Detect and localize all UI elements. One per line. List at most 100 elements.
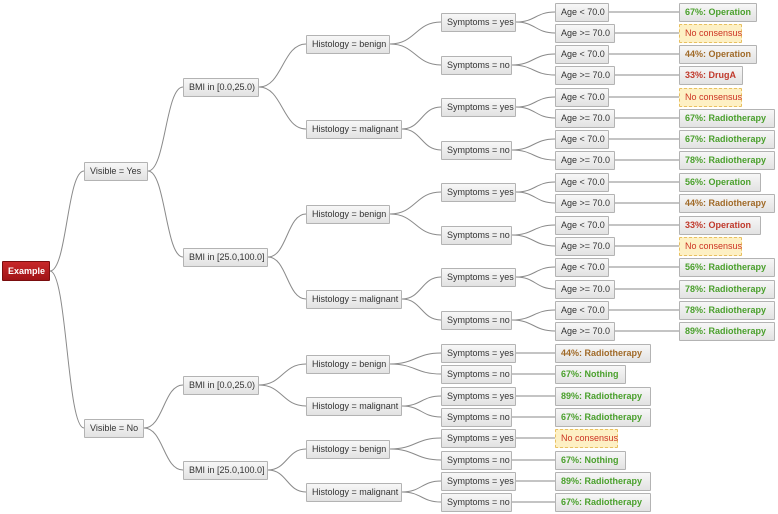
tree-edge <box>515 21 556 34</box>
symptoms-yes-node[interactable]: Symptoms = yes <box>441 429 516 448</box>
tree-edge <box>389 352 442 365</box>
symptoms-no-node[interactable]: Symptoms = no <box>441 226 512 245</box>
visible-yes-node[interactable]: Visible = Yes <box>84 162 148 181</box>
tree-edge <box>511 149 556 161</box>
bmi-node[interactable]: BMI in [25.0,100.0] <box>183 248 268 267</box>
tree-edge <box>49 270 85 429</box>
age-lt-70-node[interactable]: Age < 70.0 <box>555 216 609 235</box>
symptoms-yes-node[interactable]: Symptoms = yes <box>441 344 516 363</box>
tree-edge <box>515 181 556 193</box>
outcome-leaf[interactable]: 89%: Radiotherapy <box>555 387 651 406</box>
outcome-leaf[interactable]: 67%: Nothing <box>555 451 626 470</box>
histology-node[interactable]: Histology = benign <box>306 205 390 224</box>
symptoms-yes-node[interactable]: Symptoms = yes <box>441 98 516 117</box>
tree-edge <box>515 11 556 23</box>
outcome-leaf[interactable]: 67%: Operation <box>679 3 757 22</box>
outcome-leaf[interactable]: No consensus <box>679 88 742 107</box>
age-ge-70-node[interactable]: Age >= 70.0 <box>555 194 615 213</box>
histology-node[interactable]: Histology = benign <box>306 35 390 54</box>
outcome-leaf[interactable]: 33%: Operation <box>679 216 761 235</box>
symptoms-yes-node[interactable]: Symptoms = yes <box>441 268 516 287</box>
symptoms-no-node[interactable]: Symptoms = no <box>441 365 512 384</box>
age-lt-70-node[interactable]: Age < 70.0 <box>555 45 609 64</box>
histology-node[interactable]: Histology = malignant <box>306 120 402 139</box>
histology-node[interactable]: Histology = benign <box>306 440 390 459</box>
bmi-node[interactable]: BMI in [25.0,100.0] <box>183 461 268 480</box>
outcome-leaf[interactable]: 89%: Radiotherapy <box>679 322 775 341</box>
tree-edge <box>258 384 307 407</box>
outcome-leaf[interactable]: 89%: Radiotherapy <box>555 472 651 491</box>
visible-no-node[interactable]: Visible = No <box>84 419 144 438</box>
tree-edge <box>511 319 556 332</box>
outcome-leaf[interactable]: 33%: DrugA <box>679 66 743 85</box>
age-lt-70-node[interactable]: Age < 70.0 <box>555 258 609 277</box>
bmi-node[interactable]: BMI in [0.0,25.0) <box>183 78 259 97</box>
tree-edge <box>511 138 556 151</box>
tree-edge <box>389 21 442 45</box>
symptoms-no-node[interactable]: Symptoms = no <box>441 56 512 75</box>
histology-node[interactable]: Histology = malignant <box>306 483 402 502</box>
outcome-leaf[interactable]: 67%: Radiotherapy <box>555 408 651 427</box>
tree-edge <box>511 64 556 76</box>
tree-edge <box>511 234 556 247</box>
outcome-leaf[interactable]: 67%: Radiotherapy <box>555 493 651 512</box>
outcome-leaf[interactable]: No consensus <box>679 24 742 43</box>
age-lt-70-node[interactable]: Age < 70.0 <box>555 301 609 320</box>
outcome-leaf[interactable]: 67%: Radiotherapy <box>679 130 775 149</box>
tree-edge <box>401 480 442 493</box>
outcome-leaf[interactable]: 44%: Radiotherapy <box>555 344 651 363</box>
symptoms-yes-node[interactable]: Symptoms = yes <box>441 183 516 202</box>
outcome-leaf[interactable]: 78%: Radiotherapy <box>679 151 775 170</box>
tree-edge <box>401 298 442 321</box>
outcome-leaf[interactable]: 67%: Radiotherapy <box>679 109 775 128</box>
histology-node[interactable]: Histology = malignant <box>306 290 402 309</box>
age-lt-70-node[interactable]: Age < 70.0 <box>555 3 609 22</box>
tree-edge <box>143 384 184 429</box>
age-ge-70-node[interactable]: Age >= 70.0 <box>555 237 615 256</box>
root-node[interactable]: Example <box>2 261 50 281</box>
symptoms-no-node[interactable]: Symptoms = no <box>441 408 512 427</box>
outcome-leaf[interactable]: 56%: Operation <box>679 173 761 192</box>
outcome-leaf[interactable]: No consensus <box>555 429 618 448</box>
outcome-leaf[interactable]: 44%: Operation <box>679 45 757 64</box>
bmi-node[interactable]: BMI in [0.0,25.0) <box>183 376 259 395</box>
age-lt-70-node[interactable]: Age < 70.0 <box>555 88 609 107</box>
age-ge-70-node[interactable]: Age >= 70.0 <box>555 109 615 128</box>
tree-edge <box>389 43 442 66</box>
age-lt-70-node[interactable]: Age < 70.0 <box>555 173 609 192</box>
histology-node[interactable]: Histology = benign <box>306 355 390 374</box>
symptoms-no-node[interactable]: Symptoms = no <box>441 141 512 160</box>
symptoms-yes-node[interactable]: Symptoms = yes <box>441 387 516 406</box>
age-ge-70-node[interactable]: Age >= 70.0 <box>555 66 615 85</box>
age-ge-70-node[interactable]: Age >= 70.0 <box>555 322 615 341</box>
outcome-leaf[interactable]: 67%: Nothing <box>555 365 626 384</box>
tree-edge <box>515 191 556 204</box>
tree-edge <box>401 395 442 407</box>
tree-edge <box>143 427 184 471</box>
symptoms-yes-node[interactable]: Symptoms = yes <box>441 472 516 491</box>
symptoms-no-node[interactable]: Symptoms = no <box>441 493 512 512</box>
tree-edge <box>267 213 307 258</box>
outcome-leaf[interactable]: 44%: Radiotherapy <box>679 194 775 213</box>
tree-edge <box>147 170 184 258</box>
symptoms-no-node[interactable]: Symptoms = no <box>441 451 512 470</box>
tree-edge <box>401 276 442 300</box>
tree-edge <box>401 106 442 130</box>
tree-edge <box>511 53 556 66</box>
outcome-leaf[interactable]: 78%: Radiotherapy <box>679 301 775 320</box>
age-ge-70-node[interactable]: Age >= 70.0 <box>555 151 615 170</box>
outcome-leaf[interactable]: No consensus <box>679 237 742 256</box>
histology-node[interactable]: Histology = malignant <box>306 397 402 416</box>
tree-edge <box>267 256 307 300</box>
outcome-leaf[interactable]: 56%: Radiotherapy <box>679 258 775 277</box>
tree-edge <box>258 43 307 88</box>
symptoms-no-node[interactable]: Symptoms = no <box>441 311 512 330</box>
tree-edge <box>389 191 442 215</box>
age-ge-70-node[interactable]: Age >= 70.0 <box>555 280 615 299</box>
symptoms-yes-node[interactable]: Symptoms = yes <box>441 13 516 32</box>
tree-edge <box>49 170 85 272</box>
tree-edge <box>267 448 307 471</box>
age-ge-70-node[interactable]: Age >= 70.0 <box>555 24 615 43</box>
age-lt-70-node[interactable]: Age < 70.0 <box>555 130 609 149</box>
outcome-leaf[interactable]: 78%: Radiotherapy <box>679 280 775 299</box>
